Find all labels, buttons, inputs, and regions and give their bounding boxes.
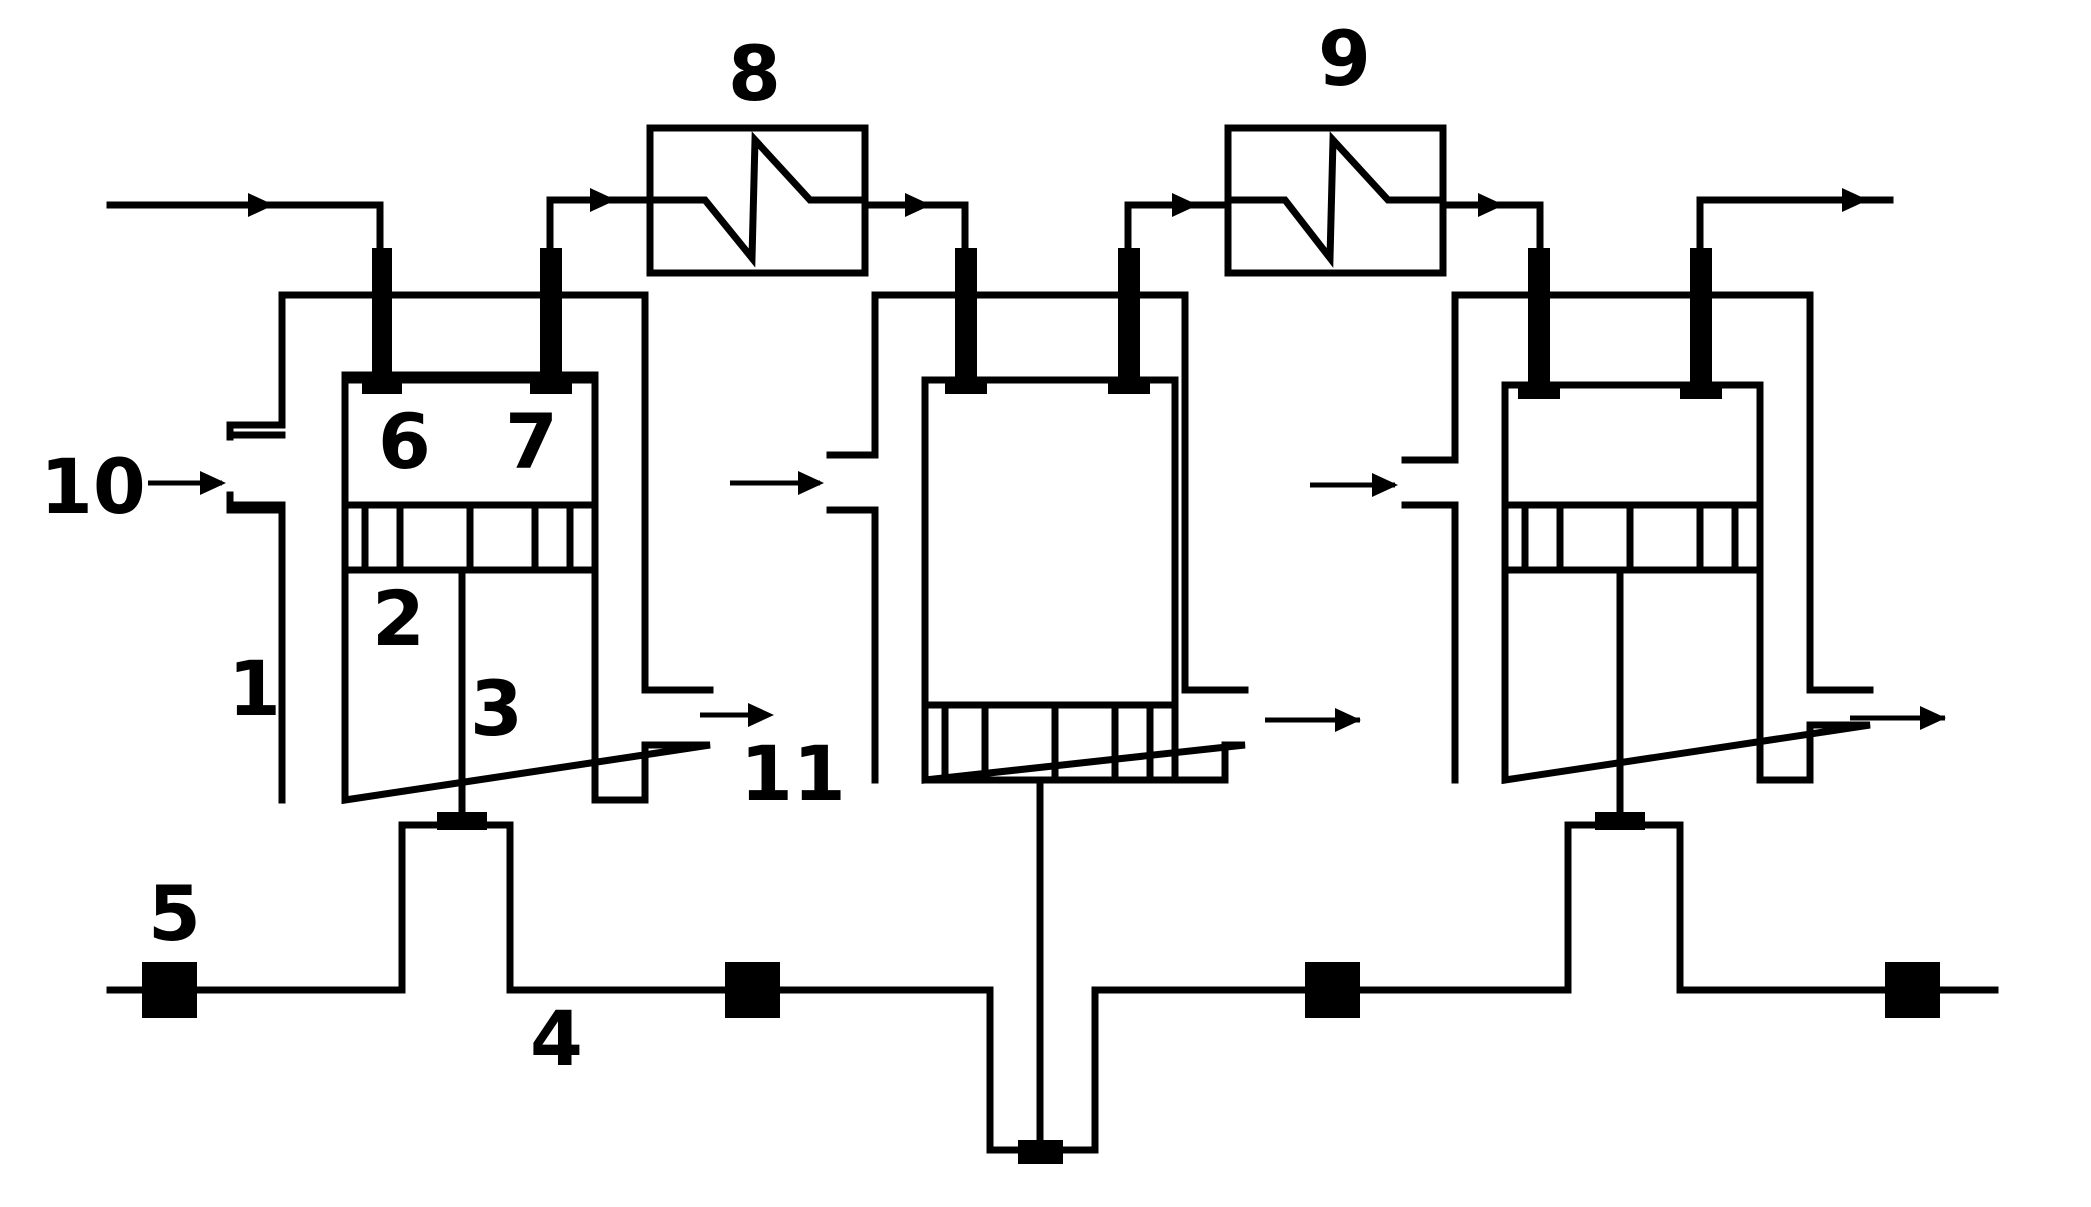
label-cylinder: 1 (228, 644, 281, 733)
cylinder-1-group (226, 248, 714, 816)
cylinder-3-group (1401, 248, 1874, 816)
label-inlet-valve: 6 (378, 397, 431, 486)
arrow-right-icon (1172, 193, 1198, 217)
piston-2-rings (941, 701, 1154, 784)
cylinder-1-coolant-inlet (226, 431, 286, 509)
label-piston: 2 (372, 574, 425, 663)
piston-2 (921, 701, 1179, 784)
label-intercooler-1: 8 (728, 29, 781, 118)
label-rod: 3 (470, 664, 523, 753)
valve-icon (945, 248, 987, 394)
label-crankshaft: 4 (530, 994, 583, 1083)
label-bearing: 5 (148, 869, 201, 958)
arrow-right-icon (905, 193, 931, 217)
crankshaft (106, 821, 1999, 1154)
coolant-inlet-arrows (148, 471, 1398, 497)
crank-pin-2 (1018, 1140, 1063, 1164)
zigzag-coil-icon (1224, 131, 1447, 268)
piston-1-rings (361, 501, 574, 574)
arrow-right-icon (1478, 193, 1504, 217)
valve-icon (362, 248, 402, 394)
gas-piping (106, 196, 1894, 254)
cylinder-3-jacket (1401, 291, 1874, 785)
intercooler-1 (646, 124, 869, 277)
piston-3-rings (1521, 501, 1739, 574)
label-coolant-in: 10 (40, 442, 146, 531)
label-intercooler-2: 9 (1318, 14, 1371, 103)
intercooler-2 (1224, 124, 1447, 277)
valve-icon (1680, 248, 1722, 399)
cylinder-2-group (826, 248, 1249, 1154)
valve-icon (1108, 248, 1150, 394)
hatched-bearing-icon (142, 962, 197, 1018)
zigzag-coil-icon (646, 131, 869, 268)
coolant-outlet-arrows (700, 703, 1946, 732)
label-coolant-out: 11 (740, 729, 846, 818)
cylinder-2-bore (921, 376, 1179, 784)
crank-pin-1 (437, 812, 487, 830)
valve-icon (530, 248, 572, 394)
hatched-bearing-icon (725, 962, 780, 1018)
valve-icon (1518, 248, 1560, 399)
crank-pin-3 (1595, 812, 1645, 830)
arrow-right-icon (248, 193, 274, 217)
arrow-right-icon (590, 188, 616, 212)
hatched-bearing-icon (1305, 962, 1360, 1018)
label-outlet-valve: 7 (505, 397, 558, 486)
hatched-bearing-icon (1885, 962, 1940, 1018)
arrow-right-icon (1842, 188, 1868, 212)
